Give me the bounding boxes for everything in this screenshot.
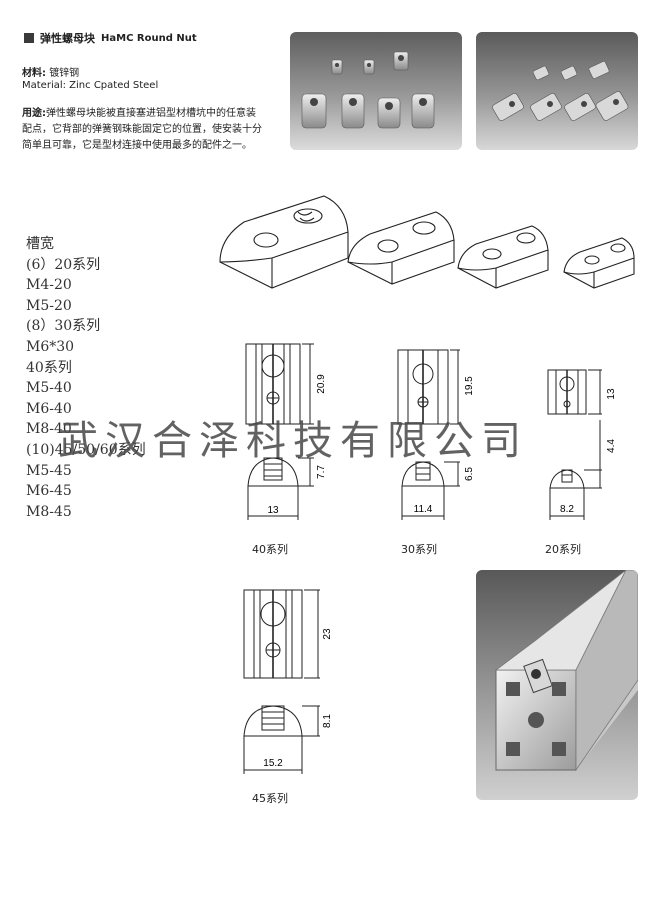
spec-item: (6）20系列: [26, 256, 101, 273]
dim-45-width: 15.2: [263, 758, 283, 769]
spec-item: M5-45: [26, 462, 72, 479]
nut-outline-30: [457, 225, 549, 271]
caption-40-series: 40系列: [252, 543, 288, 556]
spec-item: (8）30系列: [26, 318, 101, 335]
product-photo-front: [290, 32, 462, 150]
dim-45-height: 23: [322, 628, 333, 640]
caption-20-series: 20系列: [545, 543, 581, 556]
spec-item: (10)45/50/60系列: [26, 441, 146, 458]
profile-assembly-photo: [476, 570, 638, 800]
dim-30-depth: 6.5: [464, 467, 475, 481]
drawing-40-series: 20.9 7.7 13: [245, 343, 327, 520]
nut-outline-20: [563, 237, 635, 275]
nut-outline-40: [347, 211, 455, 265]
dim-45-depth: 8.1: [322, 714, 333, 728]
dim-40-depth: 7.7: [316, 465, 327, 479]
title-cn: 弹性螺母块: [40, 32, 95, 45]
product-photo-back: [476, 32, 638, 150]
slot-width-spec-list: 槽宽 (6）20系列 M4-20 M5-20 (8）30系列 M6*30 40系…: [26, 234, 146, 522]
dim-20-height: 13: [606, 388, 617, 400]
dim-20-depth: 4.4: [606, 439, 617, 453]
dim-40-height: 20.9: [316, 374, 327, 394]
nut-outline-drawings: [219, 195, 635, 289]
material-label: 材料:: [22, 68, 46, 79]
usage-text: 弹性螺母块能被直接塞进铝型材槽坑中的任意装配点，它背部的弹簧钢珠能固定它的位置，…: [22, 108, 262, 151]
spec-item: M6-40: [26, 400, 72, 417]
title-en: HaMC Round Nut: [101, 32, 197, 44]
caption-30-series: 30系列: [401, 543, 437, 556]
spec-item: M6-45: [26, 483, 72, 500]
material-en: Material: Zinc Cpated Steel: [22, 80, 159, 91]
dim-30-width: 11.4: [414, 504, 433, 515]
caption-45-series: 45系列: [252, 792, 288, 805]
dim-40-width: 13: [267, 505, 279, 516]
title-bullet-icon: [24, 33, 34, 43]
dim-30-height: 19.5: [464, 376, 475, 396]
drawing-20-series: 13 4.4 8.2: [547, 369, 617, 520]
usage-label: 用途:: [22, 108, 46, 119]
usage-paragraph: 用途:弹性螺母块能被直接塞进铝型材槽坑中的任意装配点，它背部的弹簧钢珠能固定它的…: [22, 106, 262, 154]
title-row: 弹性螺母块 HaMC Round Nut: [24, 30, 197, 46]
drawing-30-series: 19.5 6.5 11.4: [397, 349, 475, 520]
nut-outline-45: [219, 195, 349, 263]
company-watermark: 武汉合泽科技有限公司: [58, 418, 528, 464]
spec-item: 槽宽: [26, 236, 54, 252]
spec-item: M8-40: [26, 421, 72, 438]
spec-item: M4-20: [26, 277, 72, 294]
material-value: 镀锌钢: [49, 68, 80, 79]
spec-item: M6*30: [26, 338, 75, 355]
spec-item: 40系列: [26, 359, 72, 376]
spec-item: M5-40: [26, 380, 72, 397]
spec-item: M8-45: [26, 503, 72, 520]
dim-20-width: 8.2: [560, 504, 574, 515]
material-row: 材料: 镀锌钢: [22, 64, 79, 79]
drawing-45-series: 23 8.1 15.2: [243, 589, 333, 774]
spec-item: M5-20: [26, 297, 72, 314]
